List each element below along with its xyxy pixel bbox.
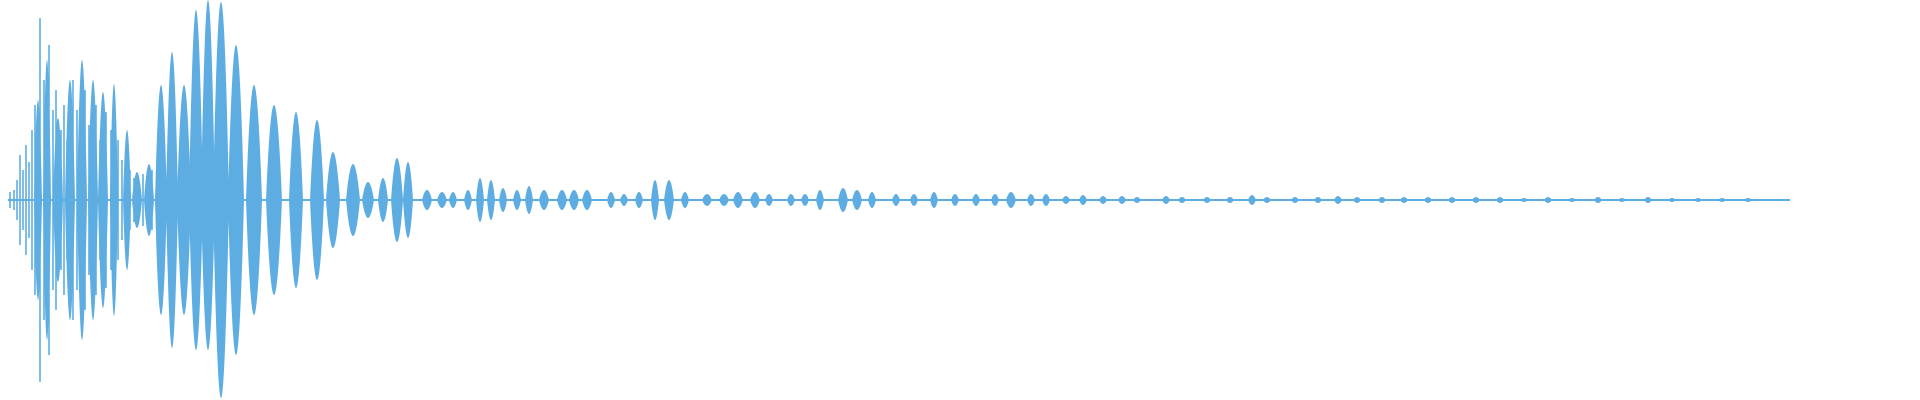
waveform-lobe — [1226, 197, 1234, 203]
waveform-lobe — [582, 190, 592, 210]
waveform-lobe — [765, 194, 773, 206]
waveform-lobe — [266, 105, 282, 295]
waveform-lobe — [1594, 197, 1602, 203]
waveform-lobe — [1062, 196, 1070, 204]
waveform-lobe — [1448, 197, 1456, 203]
waveform-lobe — [1291, 197, 1299, 203]
waveform-lobe — [1099, 196, 1107, 204]
waveform-lobe — [110, 84, 118, 316]
waveform-lobe — [719, 194, 729, 206]
waveform-lobe — [557, 190, 567, 210]
waveform-lobe — [1314, 197, 1322, 203]
waveform-lobe — [1133, 197, 1141, 203]
waveform-lobe — [1520, 198, 1528, 202]
waveform-lobe — [852, 190, 862, 210]
waveform-lobe — [213, 2, 229, 398]
waveform-lobe — [681, 192, 689, 208]
waveform-lobe — [437, 192, 447, 208]
waveform-lobe — [651, 180, 659, 220]
waveform-lobe — [951, 194, 959, 206]
waveform-lobe — [801, 194, 809, 206]
waveform-lobe — [816, 190, 824, 210]
waveform-attack-spikes — [9, 18, 153, 382]
waveform-lobe — [346, 164, 360, 236]
waveform-lobe — [525, 186, 533, 214]
waveform-lobe — [326, 152, 340, 248]
waveform-lobe — [449, 192, 457, 208]
waveform-lobe — [539, 190, 549, 210]
waveform-lobe — [310, 120, 324, 280]
waveform-lobe — [569, 190, 579, 210]
waveform-lobe — [391, 158, 403, 242]
waveform-lobe — [1472, 197, 1480, 203]
waveform-lobe — [1544, 197, 1552, 203]
waveform-lobe — [378, 178, 388, 222]
waveform-lobe — [513, 190, 521, 210]
waveform-lobe — [464, 190, 472, 210]
waveform-lobe — [362, 182, 374, 218]
waveform-lobe — [1203, 197, 1211, 203]
waveform-lobe — [1353, 197, 1361, 203]
waveform-lobe — [838, 188, 848, 212]
waveform-lobe — [1668, 198, 1676, 202]
waveform-lobe — [620, 194, 628, 206]
waveform-lobe — [972, 194, 980, 206]
waveform-lobe — [1006, 192, 1016, 208]
waveform-lobe — [422, 190, 432, 210]
waveform-lobe — [403, 162, 413, 238]
waveform-lobe — [1263, 197, 1271, 203]
waveform-lobe — [910, 194, 918, 206]
waveform-lobe — [1618, 198, 1626, 202]
waveform-lobe — [1718, 198, 1726, 202]
waveform-lobe — [1027, 194, 1035, 206]
waveform-lobe — [1568, 198, 1576, 202]
waveform-lobe — [166, 52, 178, 348]
waveform-lobe — [1248, 195, 1256, 205]
waveform-lobe — [201, 0, 215, 350]
waveform-lobe — [664, 180, 674, 220]
waveform-lobe — [289, 112, 303, 288]
waveform-lobe — [733, 192, 743, 208]
waveform-lobe — [1424, 197, 1432, 203]
waveform-lobe — [702, 194, 712, 206]
waveform-lobe — [1400, 197, 1408, 203]
waveform-lobe — [892, 194, 900, 206]
waveform-lobe — [1042, 194, 1050, 206]
waveform-lobe — [787, 194, 795, 206]
waveform-lobe — [991, 194, 999, 206]
waveform-lobe — [1496, 197, 1504, 203]
waveform-lobe — [607, 192, 615, 208]
waveform-lobe — [930, 192, 938, 208]
waveform-lobe — [1079, 195, 1087, 205]
waveform-lobe — [868, 192, 876, 208]
waveform-lobe — [1744, 198, 1752, 202]
waveform-lobe — [1644, 197, 1652, 203]
waveform-lobe — [487, 180, 495, 220]
waveform-lobe — [1162, 196, 1170, 204]
waveform-lobe — [123, 130, 131, 270]
waveform-lobe — [1178, 197, 1186, 203]
waveform-lobe — [155, 85, 167, 315]
waveform-lobe — [228, 45, 244, 355]
waveform-lobe — [1118, 196, 1126, 204]
waveform-lobe — [1334, 196, 1342, 204]
waveform-lobe — [189, 10, 203, 350]
waveform-lobe — [177, 85, 191, 315]
waveform-lobe — [750, 192, 760, 208]
waveform-lobe — [499, 188, 507, 212]
waveform-lobe — [635, 192, 643, 208]
waveform-lobe — [246, 85, 262, 315]
waveform-lobe — [1378, 197, 1386, 203]
waveform-lobe — [1694, 198, 1702, 202]
waveform-lobe — [476, 178, 484, 222]
